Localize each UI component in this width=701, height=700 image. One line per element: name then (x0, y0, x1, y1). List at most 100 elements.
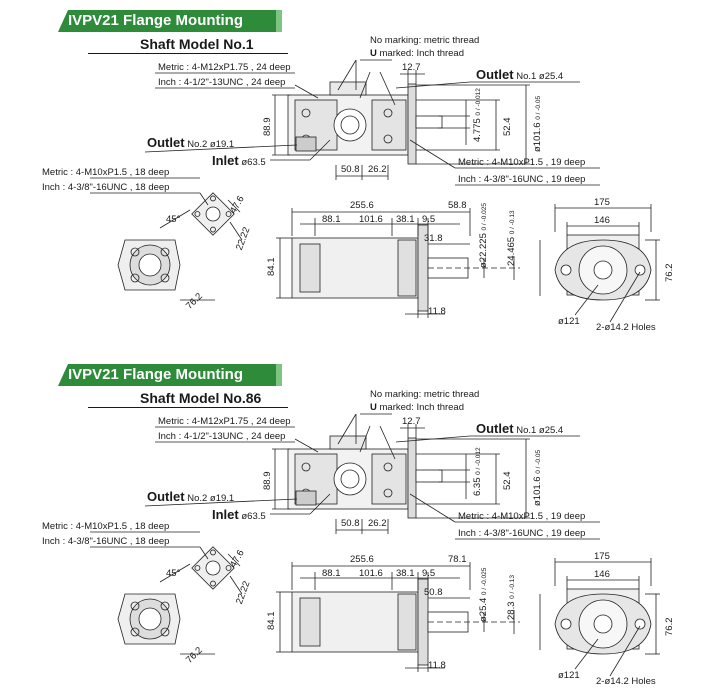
dim-9-5: 9.5 (422, 568, 436, 579)
top-port-metric-spec: Metric : 4-M12xP1.75 , 24 deep (158, 62, 291, 73)
port-end-view (117, 192, 235, 291)
dim-key-tol: 0 / -0.012 (475, 88, 482, 116)
dim-key: 6.35 0 / -0.012 (472, 447, 483, 496)
dim-38-1: 38.1 (396, 568, 415, 579)
dim-255-6: 255.6 (350, 554, 374, 565)
dim-45-deg: 45° (166, 214, 181, 225)
dim-shaft-key-value: 24.465 (506, 236, 517, 266)
dim-76-2-flange: 76.2 (664, 617, 675, 637)
inlet-spec: ø63.5 (241, 511, 266, 522)
drawing-section: IVPV21 Flange Mounting Shaft Model No.1 (0, 0, 701, 346)
outlet2-callout: Outlet No.2 ø19.1 (147, 489, 234, 504)
dim-31-8: 50.8 (424, 587, 443, 598)
dim-101-6-value: ø101.6 (532, 476, 543, 506)
dim-31-8: 31.8 (424, 233, 443, 244)
thread-note-metric: No marking: metric thread (370, 35, 480, 46)
pump-side-view (287, 435, 443, 519)
top-port-inch-spec: Inch : 4-1/2"-13UNC , 24 deep (158, 77, 286, 88)
technical-drawing (90, 59, 660, 323)
section-title: IVPV21 Flange Mounting (58, 10, 276, 32)
dim-101-6-tol: 0 / -0.05 (535, 95, 542, 120)
side-port-inch-spec: Inch : 4-3/8"-16UNC , 19 deep (458, 528, 586, 539)
dim-175: 175 (594, 197, 610, 208)
dim-key-value: 6.35 (472, 477, 483, 497)
side-port-inch-spec: Inch : 4-3/8"-16UNC , 19 deep (458, 174, 586, 185)
shaft-model-label: Shaft Model No.1 (140, 36, 254, 52)
flange-end-view (554, 588, 652, 655)
inlet-spec: ø63.5 (241, 157, 266, 168)
subtitle-underline (88, 53, 288, 54)
dim-121: ø121 (558, 316, 580, 327)
dim-175: 175 (594, 551, 610, 562)
side-port-metric-spec: Metric : 4-M10xP1.5 , 19 deep (458, 511, 586, 522)
dim-58-8: 58.8 (448, 200, 467, 211)
dim-88-9: 88.9 (262, 471, 273, 491)
drawing-section: IVPV21 Flange Mounting Shaft Model No.86 (0, 354, 701, 700)
dim-holes: 2-ø14.2 Holes (596, 676, 656, 687)
outlet2-spec: No.2 ø19.1 (187, 139, 235, 150)
left-port-metric-spec: Metric : 4-M10xP1.5 , 18 deep (42, 521, 170, 532)
dim-50-8: 50.8 (341, 164, 360, 175)
left-port-inch-spec: Inch : 4-3/8"-16UNC , 18 deep (42, 182, 170, 193)
dim-key-tol: 0 / -0.012 (475, 447, 482, 475)
subtitle-underline (88, 407, 288, 408)
outlet2-callout: Outlet No.2 ø19.1 (147, 135, 234, 150)
dim-50-8: 50.8 (341, 518, 360, 529)
dim-shaft-key-tol: 0 / -0.13 (509, 575, 516, 599)
dim-101-6-tol: 0 / -0.05 (535, 449, 542, 474)
dim-shaft-key-tol: 0 / -0.13 (509, 210, 516, 235)
dim-holes: 2-ø14.2 Holes (596, 322, 656, 333)
inlet-callout: Inlet ø63.5 (212, 507, 266, 522)
dim-76-2-flange: 76.2 (664, 263, 675, 283)
flange-end-view (554, 234, 652, 301)
dim-121: ø121 (558, 670, 580, 681)
dim-84-1: 84.1 (266, 257, 277, 277)
outlet1-label: Outlet (476, 421, 514, 436)
dim-88-1: 88.1 (322, 568, 341, 579)
thread-note-inch-text: marked: Inch thread (376, 48, 465, 59)
port-end-view (117, 546, 235, 645)
dim-255-6: 255.6 (350, 200, 374, 211)
top-port-metric-spec: Metric : 4-M12xP1.75 , 24 deep (158, 416, 291, 427)
dim-101-6: ø101.6 0 / -0.05 (532, 450, 543, 506)
inlet-label: Inlet (212, 507, 239, 522)
dim-26-2: 26.2 (368, 518, 387, 529)
dim-101-6b: 101.6 (359, 568, 383, 579)
dim-shaft-key: 24.465 0 / -0.13 (506, 210, 517, 266)
outlet1-callout: Outlet No.1 ø25.4 (476, 67, 563, 82)
shaft-model-label: Shaft Model No.86 (140, 390, 262, 406)
technical-drawing (90, 413, 660, 677)
section-title: IVPV21 Flange Mounting (58, 364, 276, 386)
left-port-metric-spec: Metric : 4-M10xP1.5 , 18 deep (42, 167, 170, 178)
dim-84-1: 84.1 (266, 611, 277, 631)
dim-58-8: 78.1 (448, 554, 467, 565)
top-port-inch-spec: Inch : 4-1/2"-13UNC , 24 deep (158, 431, 286, 442)
dim-9-5: 9.5 (422, 214, 436, 225)
dim-101-6-value: ø101.6 (532, 122, 543, 152)
thread-note-inch: U marked: Inch thread (370, 402, 464, 413)
dim-11-8: 11.8 (428, 660, 446, 671)
outlet1-spec: No.1 ø25.4 (516, 71, 564, 82)
dim-146: 146 (594, 569, 610, 580)
thread-note-inch-prefix: U (370, 402, 377, 413)
dim-88-9: 88.9 (262, 117, 273, 137)
dim-shaft-dia-value: ø22.225 (478, 233, 489, 268)
dim-shaft-dia-tol: 0 / -0.025 (481, 567, 488, 596)
dim-52-4: 52.4 (502, 117, 513, 137)
dim-shaft-key: 28.3 0 / -0.13 (506, 575, 517, 620)
dim-101-6b: 101.6 (359, 214, 383, 225)
left-port-inch-spec: Inch : 4-3/8"-16UNC , 18 deep (42, 536, 170, 547)
dim-45-deg: 45° (166, 568, 181, 579)
inlet-label: Inlet (212, 153, 239, 168)
outlet2-spec: No.2 ø19.1 (187, 493, 235, 504)
dim-52-4: 52.4 (502, 471, 513, 491)
title-accent-stripe (276, 364, 282, 386)
outlet1-spec: No.1 ø25.4 (516, 425, 564, 436)
dim-key: 4.775 0 / -0.012 (472, 88, 483, 142)
outlet2-label: Outlet (147, 135, 185, 150)
pump-length-view (291, 224, 520, 312)
inlet-callout: Inlet ø63.5 (212, 153, 266, 168)
dim-26-2: 26.2 (368, 164, 387, 175)
outlet1-callout: Outlet No.1 ø25.4 (476, 421, 563, 436)
dim-88-1: 88.1 (322, 214, 341, 225)
